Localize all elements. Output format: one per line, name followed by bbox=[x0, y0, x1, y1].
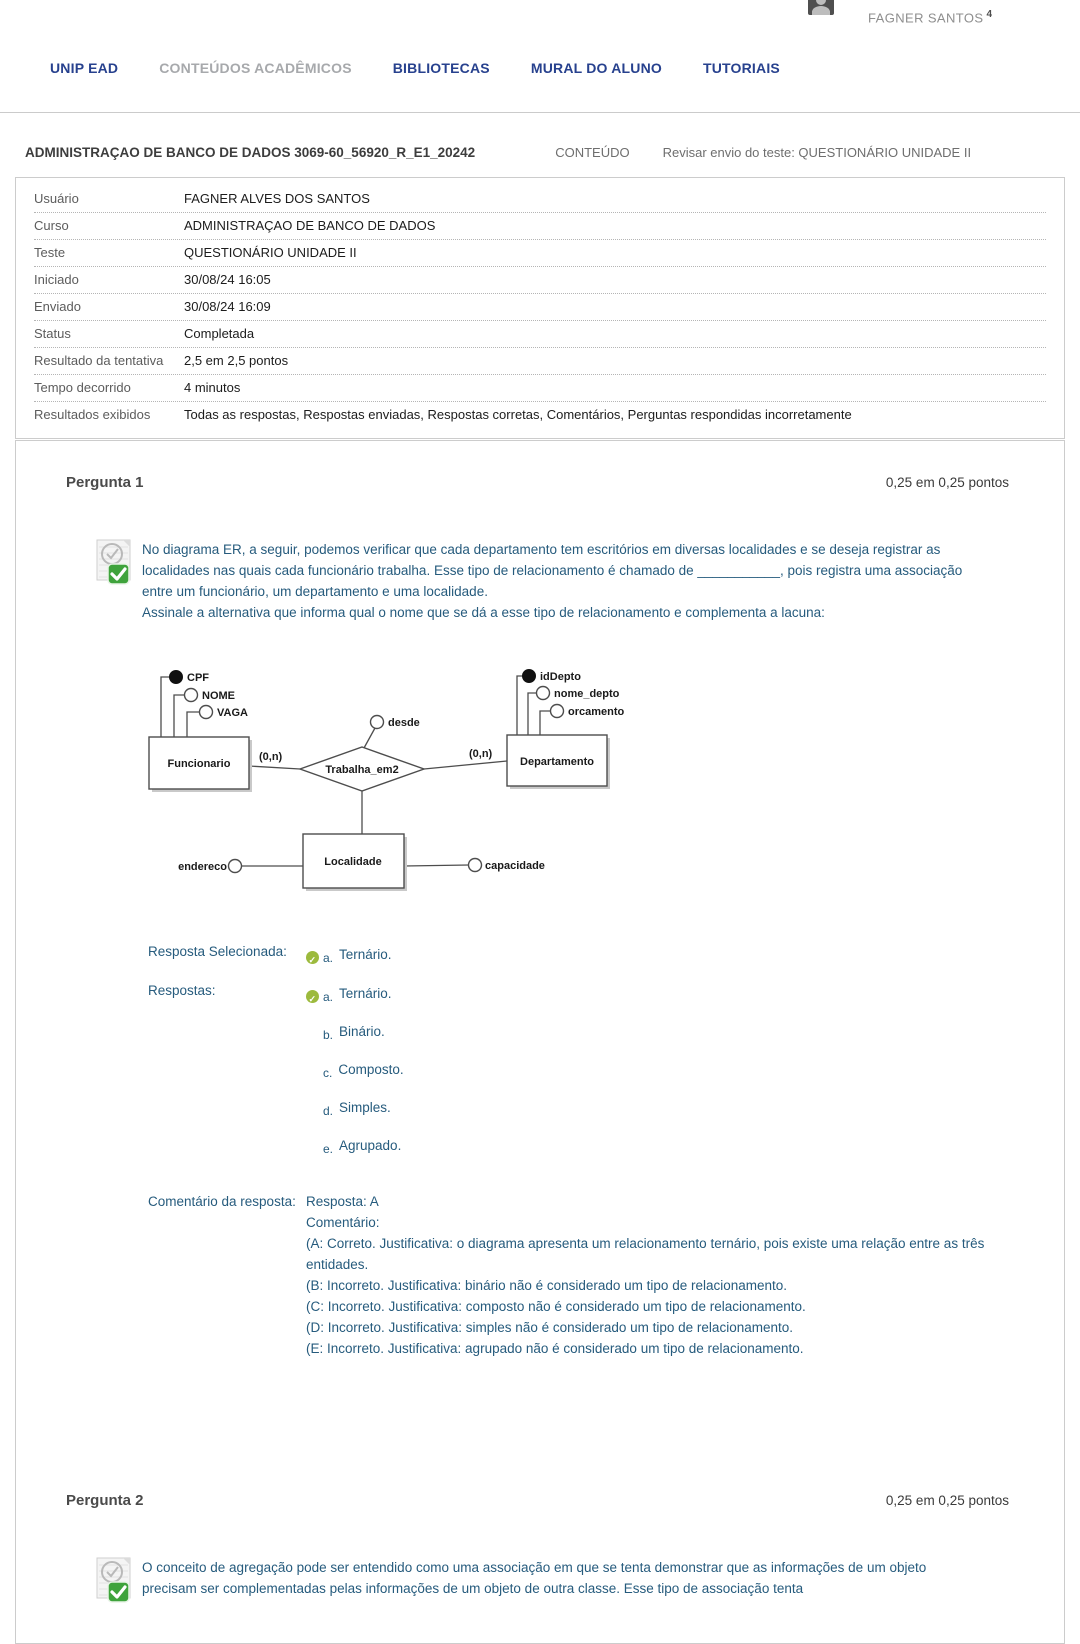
nav-bibliotecas[interactable]: BIBLIOTECAS bbox=[392, 60, 490, 76]
attr-vaga: VAGA bbox=[217, 707, 248, 719]
feedback-line: (A: Correto. Justificativa: o diagrama a… bbox=[306, 1236, 985, 1272]
check-placeholder bbox=[306, 1142, 319, 1155]
entity-localidade: Localidade bbox=[324, 856, 381, 868]
question-1-points: 0,25 em 0,25 pontos bbox=[885, 475, 1009, 490]
correct-check-icon bbox=[306, 950, 319, 971]
attr-endereco: endereco bbox=[178, 861, 227, 873]
nav-tutoriais[interactable]: TUTORIAIS bbox=[702, 60, 780, 76]
nav-conteudos-academicos[interactable]: CONTEÚDOS ACADÊMICOS bbox=[159, 60, 352, 76]
question-1-header: Pergunta 1 0,25 em 0,25 pontos bbox=[16, 441, 1064, 491]
answers-label: Respostas: bbox=[148, 983, 216, 998]
question-1-paragraph-1: No diagrama ER, a seguir, podemos verifi… bbox=[142, 542, 963, 599]
feedback-line: (D: Incorreto. Justificativa: simples nã… bbox=[306, 1320, 793, 1335]
check-placeholder bbox=[306, 1028, 319, 1041]
check-placeholder bbox=[306, 1104, 319, 1117]
nav-mural-do-aluno[interactable]: MURAL DO ALUNO bbox=[530, 60, 662, 76]
question-2-paragraph-1: O conceito de agregação pode ser entendi… bbox=[142, 1560, 927, 1596]
question-2-title: Pergunta 2 bbox=[66, 1492, 144, 1509]
entity-funcionario: Funcionario bbox=[168, 758, 231, 770]
user-name: FAGNER SANTOS bbox=[868, 10, 984, 26]
question-1-feedback: Comentário da resposta: Resposta: A Come… bbox=[148, 1191, 1009, 1359]
entity-departamento: Departamento bbox=[520, 756, 594, 768]
breadcrumb-course[interactable]: ADMINISTRAÇAO DE BANCO DE DADOS 3069-60_… bbox=[25, 145, 476, 160]
er-diagram: CPF NOME VAGA idDepto nome_depto orcamen… bbox=[131, 661, 1064, 906]
attr-iddepto: idDepto bbox=[540, 671, 581, 683]
feedback-line: Comentário: bbox=[306, 1215, 380, 1230]
attr-nome: NOME bbox=[202, 690, 235, 702]
answers-list-row: Respostas: a. Ternário. b. Binário. c. C… bbox=[148, 983, 1009, 1173]
feedback-line: (E: Incorreto. Justificativa: agrupado n… bbox=[306, 1341, 804, 1356]
question-1-paragraph-2: Assinale a alternativa que informa qual … bbox=[142, 605, 825, 620]
relationship-trabalha-em2: Trabalha_em2 bbox=[325, 764, 398, 776]
option-d: d. Simples. bbox=[306, 1097, 404, 1119]
questions-panel: Pergunta 1 0,25 em 0,25 pontos No diagra… bbox=[15, 440, 1065, 1644]
question-2-header: Pergunta 2 0,25 em 0,25 pontos bbox=[16, 1459, 1064, 1509]
feedback-line: Resposta: A bbox=[306, 1194, 379, 1209]
user-badge: 4 bbox=[986, 9, 993, 20]
breadcrumb: ADMINISTRAÇAO DE BANCO DE DADOS 3069-60_… bbox=[25, 145, 1080, 160]
question-2-points: 0,25 em 0,25 pontos bbox=[885, 1493, 1009, 1508]
nav-unip-ead[interactable]: UNIP EAD bbox=[50, 60, 119, 76]
question-2-text: O conceito de agregação pode ser entendi… bbox=[142, 1557, 977, 1603]
check-placeholder bbox=[306, 1066, 319, 1079]
question-2-body: O conceito de agregação pode ser entendi… bbox=[96, 1557, 1009, 1603]
selected-answer-row: Resposta Selecionada: a. Ternário. bbox=[148, 944, 1009, 971]
feedback-label: Comentário da resposta: bbox=[148, 1194, 296, 1209]
option-b: b. Binário. bbox=[306, 1021, 404, 1043]
attr-capacidade: capacidade bbox=[485, 860, 545, 872]
user-avatar-icon[interactable] bbox=[808, 0, 834, 15]
breadcrumb-section[interactable]: CONTEÚDO bbox=[555, 145, 630, 160]
question-1-title: Pergunta 1 bbox=[66, 474, 144, 491]
breadcrumb-page: Revisar envio do teste: QUESTIONÁRIO UNI… bbox=[662, 145, 972, 160]
option-a: a. Ternário. bbox=[306, 983, 404, 1010]
selected-answer: a. Ternário. bbox=[306, 944, 392, 971]
feedback-content: Resposta: A Comentário: (A: Correto. Jus… bbox=[306, 1191, 996, 1359]
attr-desde: desde bbox=[388, 717, 420, 729]
feedback-line: (C: Incorreto. Justificativa: composto n… bbox=[306, 1299, 806, 1314]
question-1-answers: Resposta Selecionada: a. Ternário. Respo… bbox=[148, 944, 1009, 1173]
option-e: e. Agrupado. bbox=[306, 1135, 404, 1157]
selected-answer-label: Resposta Selecionada: bbox=[148, 944, 287, 959]
correct-check-icon bbox=[306, 989, 319, 1010]
question-correct-icon bbox=[96, 1557, 136, 1603]
cardinality-right: (0,n) bbox=[469, 748, 493, 760]
attr-cpf: CPF bbox=[187, 672, 209, 684]
main-nav: UNIP EAD CONTEÚDOS ACADÊMICOS BIBLIOTECA… bbox=[0, 40, 1080, 113]
question-1-text: No diagrama ER, a seguir, podemos verifi… bbox=[142, 539, 977, 623]
question-correct-icon bbox=[96, 539, 136, 585]
options-list: a. Ternário. b. Binário. c. Composto. d.… bbox=[306, 983, 404, 1173]
feedback-line: (B: Incorreto. Justificativa: binário nã… bbox=[306, 1278, 788, 1293]
attr-nome-depto: nome_depto bbox=[554, 688, 620, 700]
question-1-body: No diagrama ER, a seguir, podemos verifi… bbox=[96, 539, 1009, 623]
cardinality-left: (0,n) bbox=[259, 751, 283, 763]
attr-orcamento: orcamento bbox=[568, 706, 625, 718]
option-c: c. Composto. bbox=[306, 1059, 404, 1081]
